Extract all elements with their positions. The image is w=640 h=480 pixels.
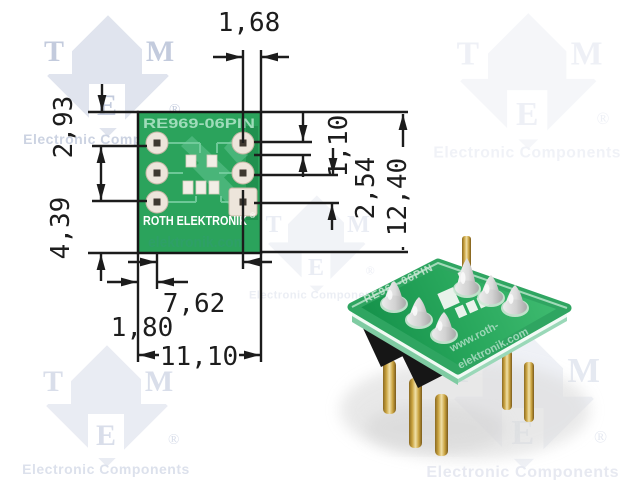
header-pins bbox=[383, 350, 534, 456]
pcb-url: elektronik.com bbox=[148, 234, 246, 251]
smd-pads bbox=[182, 154, 220, 195]
pcb-top-view: RE969-06PIN ROTH ELEKTRONIK ® elektronik… bbox=[136, 110, 263, 255]
dim-top-width: 1,68 bbox=[218, 8, 281, 38]
pcb-silk-title: RE969-06PIN bbox=[143, 116, 255, 131]
technical-drawing: RE969-06PIN ROTH ELEKTRONIK ® elektronik… bbox=[46, 8, 413, 372]
dimension-labels: 1,68 2,93 4,39 1,10 2,54 12,40 7,62 1,80… bbox=[46, 8, 413, 372]
pcb-brand: ROTH ELEKTRONIK bbox=[143, 214, 247, 228]
dim-board-width: 11,10 bbox=[160, 342, 238, 372]
pcb-photo-edge-highlight bbox=[351, 261, 568, 309]
dim-board-width-group: 11,10 bbox=[159, 342, 239, 372]
extension-lines bbox=[88, 50, 408, 362]
dim-board-height-group: 12,40 bbox=[383, 147, 413, 247]
dim-left-top: 2,93 bbox=[49, 96, 79, 159]
dim-board-height: 12,40 bbox=[383, 158, 413, 236]
pcb-traces bbox=[168, 142, 232, 203]
dim-pad-span: 7,62 bbox=[163, 289, 226, 319]
pcb-brand-reg: ® bbox=[250, 212, 256, 220]
dim-row-pitch: 2,54 bbox=[351, 157, 381, 220]
product-photo: RE969-06PIN www.roth- elektronik.com bbox=[340, 236, 590, 460]
dim-row-to-smd: 1,10 bbox=[324, 115, 354, 178]
solder-blobs bbox=[380, 258, 529, 344]
dim-left-bottom: 4,39 bbox=[46, 197, 76, 260]
dim-edge-offset: 1,80 bbox=[111, 313, 174, 343]
